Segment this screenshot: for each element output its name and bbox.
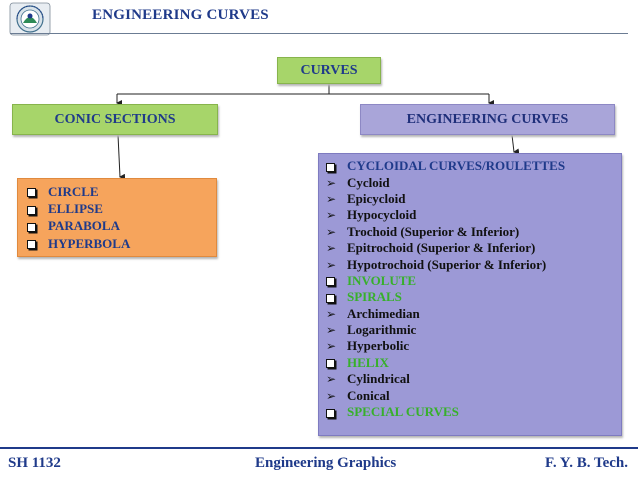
list-item-label: SPIRALS	[347, 289, 402, 305]
list-item: HYPERBOLA	[26, 235, 216, 252]
list-item: Epicycloid	[325, 191, 621, 207]
root-node-label: CURVES	[300, 62, 358, 78]
list-item: Cylindrical	[325, 371, 621, 387]
list-item-label: Hypocycloid	[347, 207, 417, 223]
list-item: SPECIAL CURVES	[325, 404, 621, 420]
checkbox-bullet-icon	[325, 158, 347, 174]
list-item: Hypocycloid	[325, 207, 621, 223]
header-divider	[10, 33, 628, 34]
footer-subject: Engineering Graphics	[255, 455, 397, 471]
list-item-label: HYPERBOLA	[48, 235, 131, 251]
list-item-label: Cylindrical	[347, 371, 410, 387]
connector-conic-to-list	[117, 134, 126, 180]
checkbox-bullet-icon	[325, 289, 347, 305]
list-item-label: SPECIAL CURVES	[347, 404, 459, 420]
root-node-curves: CURVES	[277, 57, 381, 84]
checkbox-bullet-icon	[26, 184, 48, 200]
footer-class: F. Y. B. Tech.	[545, 455, 628, 471]
list-item-label: CIRCLE	[48, 183, 99, 199]
arrow-bullet-icon	[325, 322, 347, 338]
list-item: Epitrochoid (Superior & Inferior)	[325, 240, 621, 256]
checkbox-bullet-icon	[26, 218, 48, 234]
list-item: CYCLOIDAL CURVES/ROULETTES	[325, 158, 621, 174]
list-item-label: Hyperbolic	[347, 338, 410, 354]
arrow-bullet-icon	[325, 207, 347, 223]
list-item-label: Epitrochoid (Superior & Inferior)	[347, 240, 536, 256]
list-item-label: Conical	[347, 387, 390, 403]
branch-node-label: CONIC SECTIONS	[54, 111, 176, 127]
list-item-label: ELLIPSE	[48, 201, 103, 217]
list-item: PARABOLA	[26, 218, 216, 235]
branch-node-conic-sections: CONIC SECTIONS	[12, 104, 218, 135]
list-item-label: Trochoid (Superior & Inferior)	[347, 223, 520, 239]
connector-eng-to-list	[511, 134, 520, 155]
list-item: Trochoid (Superior & Inferior)	[325, 224, 621, 240]
list-item-label: Logarithmic	[347, 322, 417, 338]
list-item: Archimedian	[325, 306, 621, 322]
list-item: Logarithmic	[325, 322, 621, 338]
list-item-label: Cycloid	[347, 174, 390, 190]
arrow-bullet-icon	[325, 175, 347, 191]
list-item-label: HELIX	[347, 354, 389, 370]
footer-divider	[0, 447, 638, 449]
arrow-bullet-icon	[325, 240, 347, 256]
engineering-curves-list: CYCLOIDAL CURVES/ROULETTESCycloidEpicycl…	[318, 153, 622, 436]
list-item: Hypotrochoid (Superior & Inferior)	[325, 256, 621, 272]
arrow-bullet-icon	[325, 306, 347, 322]
branch-node-engineering-curves: ENGINEERING CURVES	[360, 104, 615, 135]
institute-logo-icon	[9, 2, 51, 36]
arrow-bullet-icon	[325, 338, 347, 354]
checkbox-bullet-icon	[325, 355, 347, 371]
list-item: SPIRALS	[325, 289, 621, 305]
arrow-bullet-icon	[325, 224, 347, 240]
footer-course-code: SH 1132	[8, 455, 61, 471]
list-item-label: PARABOLA	[48, 218, 120, 234]
list-item: Conical	[325, 387, 621, 403]
header-title: ENGINEERING CURVES	[92, 7, 269, 23]
checkbox-bullet-icon	[325, 404, 347, 420]
list-item: CIRCLE	[26, 183, 216, 200]
list-item: Hyperbolic	[325, 338, 621, 354]
list-item: ELLIPSE	[26, 200, 216, 217]
list-item-label: Archimedian	[347, 305, 420, 321]
arrow-bullet-icon	[325, 257, 347, 273]
list-item: Cycloid	[325, 174, 621, 190]
list-item: HELIX	[325, 355, 621, 371]
list-item-label: INVOLUTE	[347, 272, 417, 288]
list-item-label: Hypotrochoid (Superior & Inferior)	[347, 256, 547, 272]
arrow-bullet-icon	[325, 371, 347, 387]
checkbox-bullet-icon	[325, 273, 347, 289]
checkbox-bullet-icon	[26, 201, 48, 217]
arrow-bullet-icon	[325, 191, 347, 207]
arrow-bullet-icon	[325, 388, 347, 404]
checkbox-bullet-icon	[26, 236, 48, 252]
list-item: INVOLUTE	[325, 273, 621, 289]
branch-node-label: ENGINEERING CURVES	[406, 111, 569, 127]
list-item-label: CYCLOIDAL CURVES/ROULETTES	[347, 158, 566, 174]
list-item-label: Epicycloid	[347, 190, 406, 206]
